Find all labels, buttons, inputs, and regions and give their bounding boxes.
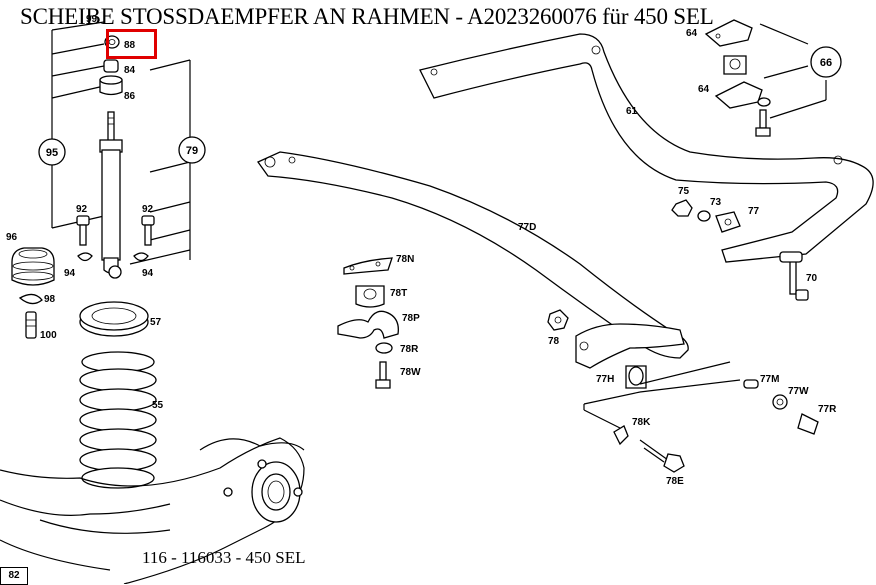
callout-66-label: 66 — [820, 57, 832, 69]
label-77d[interactable]: 77D — [518, 222, 536, 233]
label-78e[interactable]: 78E — [666, 476, 684, 487]
label-88[interactable]: 88 — [124, 40, 136, 51]
bracket-lines-64 — [759, 23, 827, 119]
shock-absorber-part[interactable] — [99, 111, 123, 279]
link-70-part[interactable] — [779, 251, 809, 301]
label-100[interactable]: 100 — [40, 330, 57, 341]
washer-73-part[interactable] — [697, 210, 711, 222]
label-86[interactable]: 86 — [124, 91, 136, 102]
lower-control-arm-part — [0, 437, 305, 584]
bracket-78p-part[interactable] — [337, 310, 399, 339]
label-78[interactable]: 78 — [548, 336, 560, 347]
bolt-92-right-part[interactable] — [141, 215, 155, 246]
bolt-92-left-part[interactable] — [76, 215, 90, 246]
callout-79[interactable]: 79 — [178, 136, 206, 164]
label-84[interactable]: 84 — [124, 65, 136, 76]
label-77[interactable]: 77 — [748, 206, 760, 217]
page-number-box: 82 — [0, 567, 28, 585]
label-77w[interactable]: 77W — [788, 386, 809, 397]
bolt-64-part[interactable] — [755, 109, 771, 137]
label-57[interactable]: 57 — [150, 317, 162, 328]
callout-66[interactable]: 66 — [810, 46, 842, 78]
label-78r[interactable]: 78R — [400, 344, 419, 355]
cap-77r-part[interactable] — [797, 413, 819, 435]
page-title: SCHEIBE STOSSDAEMPFER AN RAHMEN - A20232… — [20, 4, 714, 29]
label-94-right[interactable]: 94 — [142, 268, 154, 279]
stabilizer-bar-61-part[interactable] — [419, 33, 874, 263]
pin-77m-part[interactable] — [743, 379, 759, 389]
clip-98-part[interactable] — [18, 293, 43, 305]
label-99[interactable]: 99 — [86, 14, 98, 25]
label-78w[interactable]: 78W — [400, 367, 421, 378]
bushing-86-part[interactable] — [99, 75, 123, 96]
label-94-left[interactable]: 94 — [64, 268, 76, 279]
highlight-box-88 — [106, 29, 157, 59]
label-75[interactable]: 75 — [678, 186, 690, 197]
nut-78-part[interactable] — [547, 309, 569, 331]
washer-94-right-part[interactable] — [133, 252, 149, 262]
label-98[interactable]: 98 — [44, 294, 56, 305]
label-78k[interactable]: 78K — [632, 417, 651, 428]
bushing-84-part[interactable] — [103, 59, 119, 73]
callout-95-label: 95 — [46, 147, 58, 159]
clip-78k-part[interactable] — [613, 425, 629, 446]
bracket-64-bottom-part[interactable] — [714, 81, 763, 109]
bracket-64-top-part[interactable] — [704, 19, 753, 47]
label-77m[interactable]: 77M — [760, 374, 779, 385]
label-78t[interactable]: 78T — [390, 288, 407, 299]
label-77h[interactable]: 77H — [596, 374, 614, 385]
label-92-left[interactable]: 92 — [76, 204, 88, 215]
label-70[interactable]: 70 — [806, 273, 818, 284]
label-78p[interactable]: 78P — [402, 313, 420, 324]
nut-75-part[interactable] — [671, 199, 693, 217]
model-footer: 116 - 116033 - 450 SEL — [142, 548, 306, 567]
clamp-78n-part[interactable] — [343, 257, 393, 275]
bushing-64-mid-part[interactable] — [723, 55, 747, 75]
bracket-lines-77 — [583, 361, 741, 429]
bolt-78e-part[interactable] — [639, 439, 685, 473]
coil-spring-55-part[interactable] — [79, 351, 157, 489]
callout-95[interactable]: 95 — [38, 138, 66, 166]
bushing-78t-part[interactable] — [355, 285, 385, 308]
washer-78r-part[interactable] — [375, 342, 393, 354]
label-73[interactable]: 73 — [710, 197, 722, 208]
stabilizer-bar-77d-part[interactable] — [257, 151, 689, 369]
label-64-bottom[interactable]: 64 — [698, 84, 710, 95]
label-64-top[interactable]: 64 — [686, 28, 698, 39]
label-77r[interactable]: 77R — [818, 404, 837, 415]
label-61[interactable]: 61 — [626, 106, 638, 117]
bushing-77-part[interactable] — [715, 211, 741, 233]
label-78n[interactable]: 78N — [396, 254, 414, 265]
bump-stop-96-part[interactable] — [11, 247, 55, 286]
washer-64-part[interactable] — [757, 97, 771, 107]
label-96[interactable]: 96 — [6, 232, 18, 243]
bushing-77h-part[interactable] — [625, 365, 647, 389]
bolt-78w-part[interactable] — [375, 361, 391, 389]
label-92-right[interactable]: 92 — [142, 204, 154, 215]
washer-94-left-part[interactable] — [77, 252, 93, 262]
washer-77w-part[interactable] — [772, 394, 788, 410]
label-55[interactable]: 55 — [152, 400, 164, 411]
callout-79-label: 79 — [186, 145, 198, 157]
bolt-100-part[interactable] — [25, 311, 37, 339]
spring-pad-57-part[interactable] — [79, 301, 149, 337]
